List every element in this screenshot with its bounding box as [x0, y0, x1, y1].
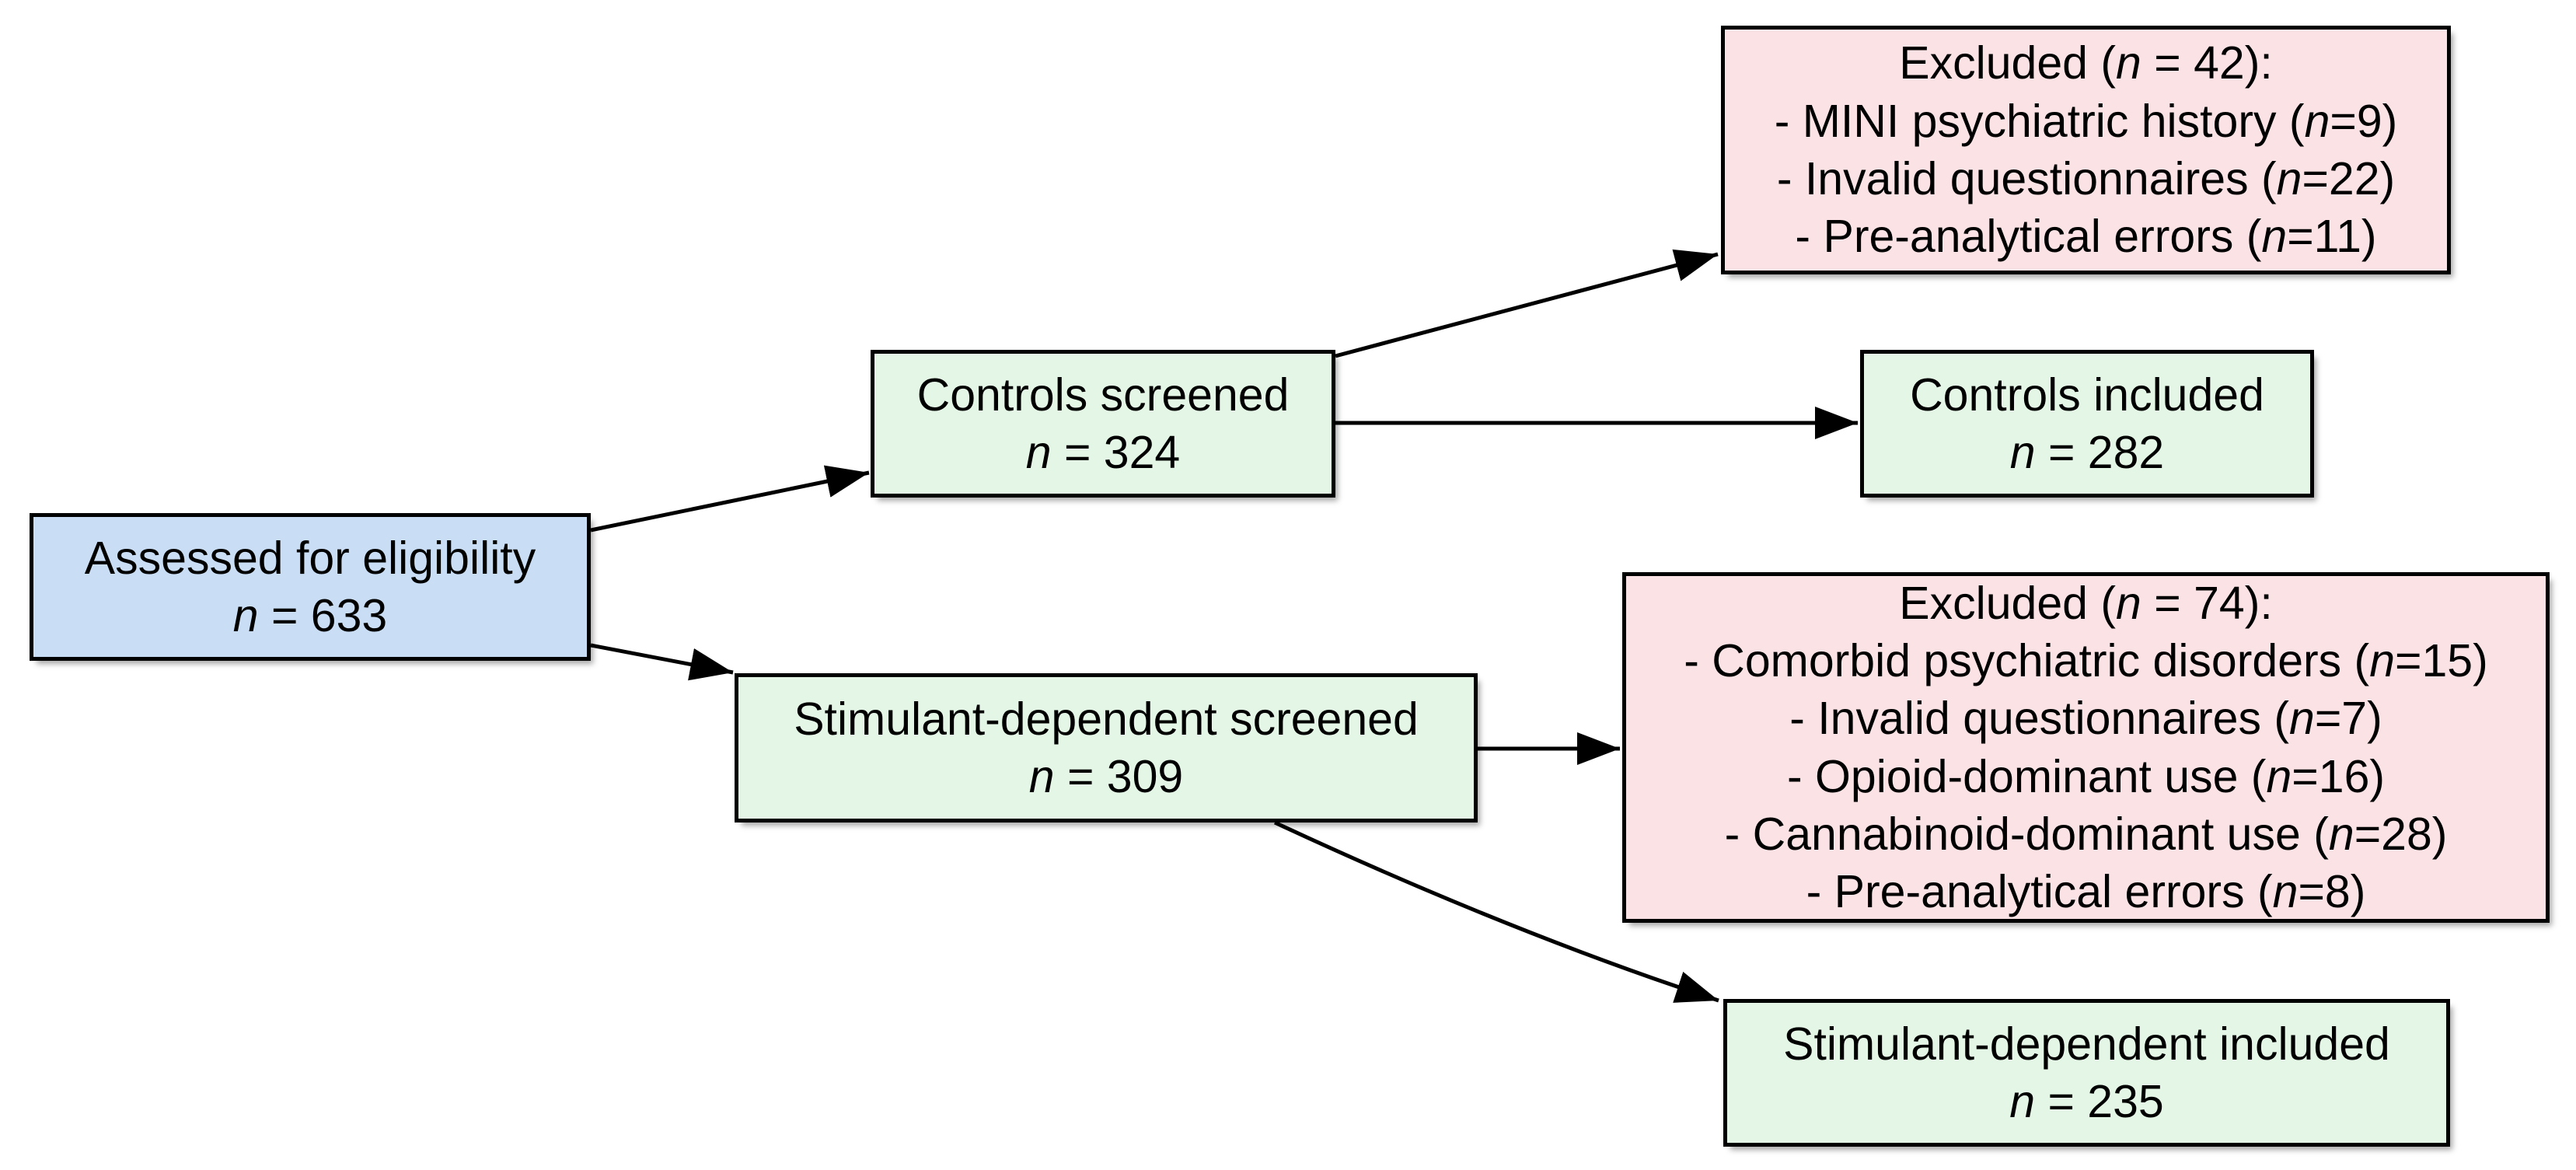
arrow-stimulant-screened-to-included: [1273, 820, 1719, 1003]
box-count: n = 282: [2009, 427, 2165, 478]
box-assessed-for-eligibility: Assessed for eligibility n = 633: [30, 513, 591, 661]
box-count: n = 235: [2009, 1076, 2164, 1127]
box-count: n = 324: [1025, 427, 1181, 478]
exclusion-reason: - MINI psychiatric history (n=9): [1774, 95, 2398, 147]
box-title: Excluded (n = 74):: [1899, 577, 2273, 629]
exclusion-reason: - Invalid questionnaires (n=22): [1776, 153, 2396, 204]
box-controls-screened: Controls screened n = 324: [871, 350, 1335, 498]
exclusion-reason: - Pre-analytical errors (n=11): [1795, 211, 2377, 263]
box-title: Controls included: [1910, 368, 2264, 421]
box-excluded-stimulant-dependent: Excluded (n = 74): - Comorbid psychiatri…: [1622, 572, 2550, 923]
box-title: Stimulant-dependent screened: [794, 693, 1419, 745]
arrow-assessed-to-stimulant-screened: [590, 643, 734, 681]
exclusion-reason: - Comorbid psychiatric disorders (n=15): [1684, 634, 2488, 686]
exclusion-reason: - Opioid-dominant use (n=16): [1786, 750, 2386, 802]
box-title: Stimulant-dependent included: [1783, 1018, 2390, 1070]
box-title: Excluded (n = 42):: [1899, 37, 2273, 89]
arrow-assessed-to-controls-screened: [590, 465, 870, 533]
box-excluded-controls: Excluded (n = 42): - MINI psychiatric hi…: [1721, 26, 2451, 274]
exclusion-reason: - Pre-analytical errors (n=8): [1806, 866, 2366, 918]
box-count: n = 309: [1028, 751, 1184, 802]
box-title: Assessed for eligibility: [84, 532, 536, 584]
box-stimulant-dependent-included: Stimulant-dependent included n = 235: [1723, 999, 2450, 1147]
box-count: n = 633: [232, 590, 388, 641]
box-title: Controls screened: [916, 368, 1290, 421]
exclusion-reason: - Invalid questionnaires (n=7): [1789, 693, 2382, 745]
box-stimulant-dependent-screened: Stimulant-dependent screened n = 309: [735, 673, 1478, 822]
box-controls-included: Controls included n = 282: [1860, 350, 2314, 498]
arrow-controls-screened-to-excluded: [1335, 249, 1719, 358]
exclusion-reason: - Cannabinoid-dominant use (n=28): [1724, 808, 2448, 860]
